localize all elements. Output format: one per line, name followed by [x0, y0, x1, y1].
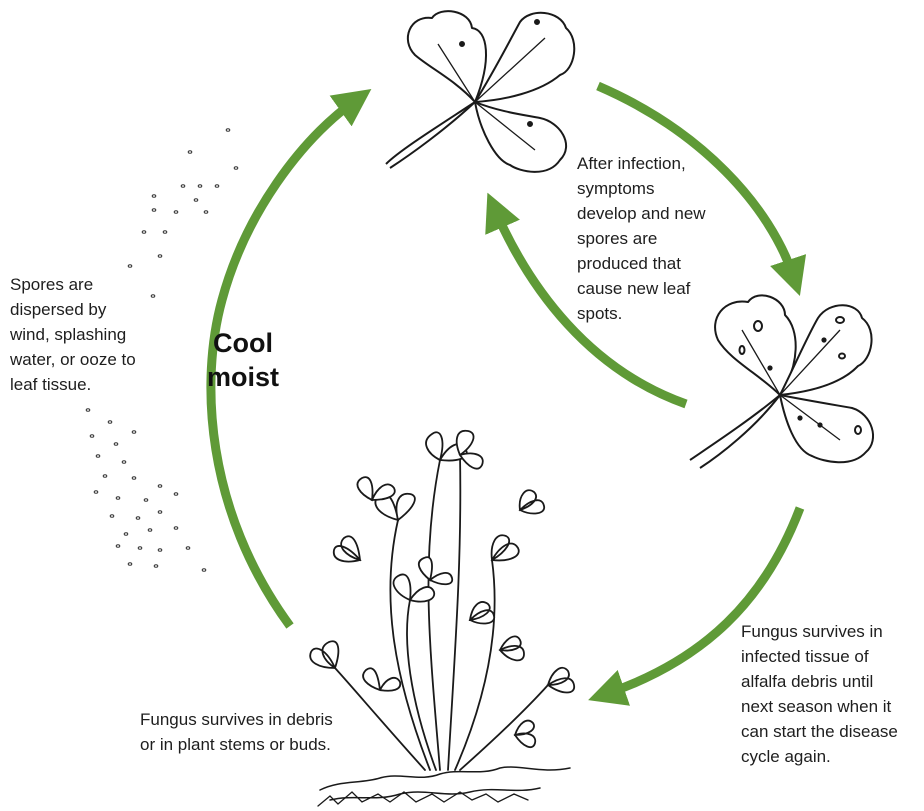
label-line: can start the disease [741, 719, 923, 744]
climate-line-moist: moist [198, 360, 288, 394]
label-line: cycle again. [741, 744, 923, 769]
climate-condition-label: Cool moist [198, 326, 288, 394]
label-spores-dispersed: Spores are dispersed by wind, splashing … [10, 272, 180, 397]
label-line: develop and new [577, 201, 747, 226]
label-after-infection: After infection, symptoms develop and ne… [577, 151, 747, 326]
label-line: symptoms [577, 176, 747, 201]
label-survive-alfalfa-debris: Fungus survives in infected tissue of al… [741, 619, 923, 769]
label-line: infected tissue of [741, 644, 923, 669]
label-survive-debris-stems: Fungus survives in debris or in plant st… [140, 707, 350, 757]
label-line: alfalfa debris until [741, 669, 923, 694]
label-line: produced that [577, 251, 747, 276]
healthy-leaf-icon [386, 11, 574, 172]
label-line: Fungus survives in debris [140, 707, 350, 732]
label-line: After infection, [577, 151, 747, 176]
label-line: dispersed by [10, 297, 180, 322]
label-line: spots. [577, 301, 747, 326]
label-line: cause new leaf [577, 276, 747, 301]
label-line: or in plant stems or buds. [140, 732, 350, 757]
climate-line-cool: Cool [198, 326, 288, 360]
label-line: wind, splashing [10, 322, 180, 347]
label-line: Spores are [10, 272, 180, 297]
label-line: Fungus survives in [741, 619, 923, 644]
label-line: next season when it [741, 694, 923, 719]
label-line: leaf tissue. [10, 372, 180, 397]
label-line: water, or ooze to [10, 347, 180, 372]
label-line: spores are [577, 226, 747, 251]
